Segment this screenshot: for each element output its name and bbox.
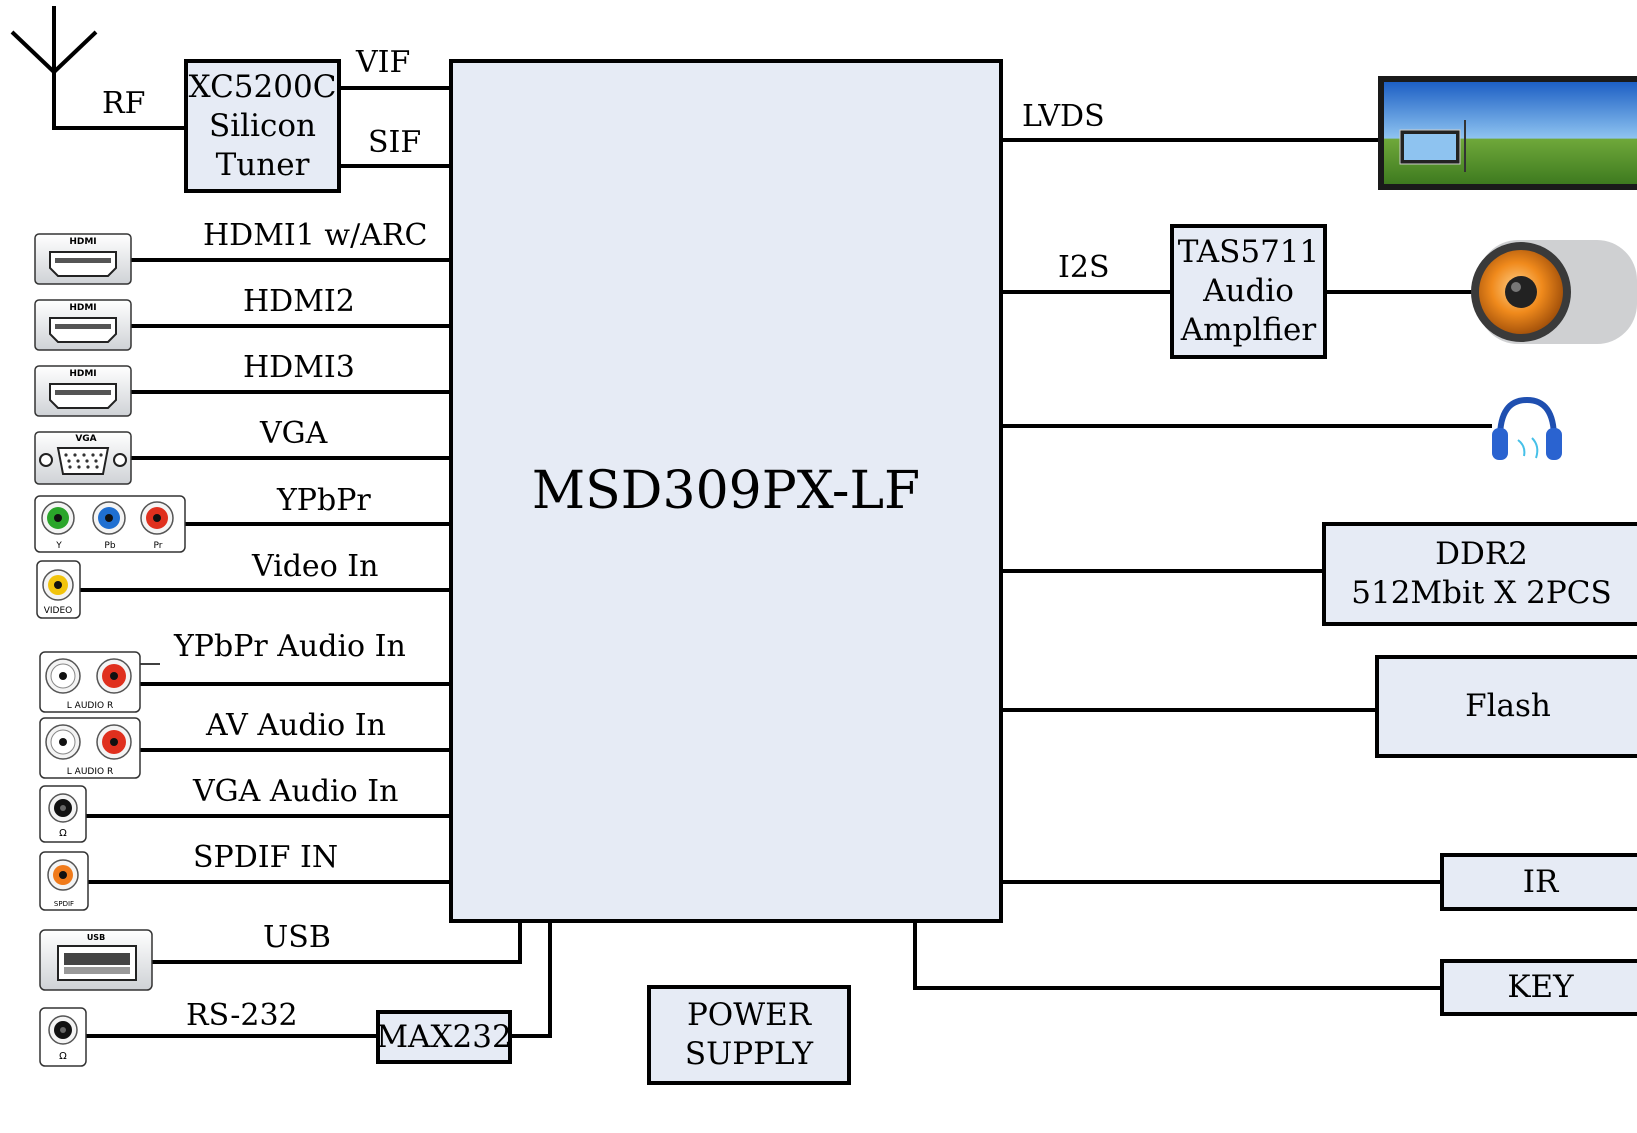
audio-lr-text: L AUDIO R	[67, 701, 113, 711]
amplifier-label-line-2: Audio	[1203, 273, 1294, 309]
pr-text: Pr	[154, 541, 163, 551]
key-label: KEY	[1507, 969, 1574, 1005]
ddr-label-line-2: 512Mbit X 2PCS	[1351, 575, 1612, 611]
av-audio-connector-icon: L AUDIO R	[39, 717, 141, 779]
spdif-text: SPDIF	[54, 900, 74, 908]
hdmi1-connector-icon: HDMI	[34, 233, 132, 285]
hdmi-text: HDMI	[69, 369, 96, 379]
amplifier-label-line-3: Amplfier	[1180, 312, 1317, 348]
max232-box: MAX232	[376, 1010, 512, 1064]
tuner-label-line-1: XC5200C	[188, 68, 337, 105]
hdmi-text: HDMI	[69, 303, 96, 313]
vga-label: VGA	[260, 416, 328, 451]
usb-connector-icon: USB	[39, 929, 153, 991]
lvds-label: LVDS	[1022, 99, 1105, 134]
spdif-label: SPDIF IN	[193, 840, 339, 875]
hdmi2-connector-icon: HDMI	[34, 299, 132, 351]
power-label-line-2: SUPPLY	[684, 1036, 814, 1072]
rf-line	[52, 6, 187, 130]
usb-text: USB	[87, 933, 105, 942]
omega-text: Ω	[59, 828, 67, 839]
vga-audio-jack-icon: Ω	[39, 785, 87, 843]
ir-label: IR	[1522, 863, 1559, 900]
key-line	[913, 922, 1444, 990]
hdmi1-label: HDMI1 w/ARC	[203, 218, 428, 253]
main-chip-box: MSD309PX-LF	[449, 59, 1003, 923]
rf-label: RF	[102, 86, 146, 121]
rs232-jack-icon: Ω	[39, 1007, 87, 1067]
amplifier-box: TAS5711 Audio Amplfier	[1170, 224, 1327, 359]
ir-box: IR	[1440, 853, 1637, 911]
main-chip-label: MSD309PX-LF	[531, 461, 921, 521]
headphones-icon	[1492, 396, 1562, 460]
sif-label: SIF	[368, 125, 422, 160]
ddr-label-line-1: DDR2	[1435, 536, 1528, 572]
connection-lines	[52, 6, 1492, 1038]
rs232-label: RS-232	[186, 998, 298, 1033]
ypbpr-connector-icon: Y Pb Pr	[34, 495, 186, 553]
ypbpr-audio-label: YPbPr Audio In	[174, 629, 406, 664]
y-text: Y	[55, 541, 62, 551]
vif-label: VIF	[356, 45, 411, 80]
max232-line	[511, 922, 552, 1038]
hdmi3-label: HDMI3	[243, 350, 355, 385]
omega-text: Ω	[59, 1051, 67, 1062]
antenna-icon	[10, 30, 98, 74]
speaker-icon	[1471, 240, 1637, 344]
video-text: VIDEO	[44, 606, 73, 616]
vga-text: VGA	[75, 434, 96, 444]
video-connector-icon: VIDEO	[36, 560, 81, 619]
usb-line	[152, 922, 522, 964]
tuner-box: XC5200C Silicon Tuner	[184, 59, 341, 193]
vga-audio-label: VGA Audio In	[193, 774, 399, 809]
tuner-label-line-3: Tuner	[215, 146, 310, 183]
hdmi-text: HDMI	[69, 237, 96, 247]
ypbpr-label: YPbPr	[277, 483, 371, 518]
hdmi3-connector-icon: HDMI	[34, 365, 132, 417]
flash-box: Flash	[1375, 655, 1637, 758]
amplifier-label-line-1: TAS5711	[1177, 234, 1320, 270]
tv-screen-icon	[1378, 76, 1637, 190]
ypbpr-audio-connector-icon: L AUDIO R	[39, 651, 141, 713]
spdif-connector-icon: SPDIF	[39, 851, 89, 911]
audio-lr-text: L AUDIO R	[67, 767, 113, 777]
av-audio-label: AV Audio In	[206, 708, 386, 743]
hdmi2-label: HDMI2	[243, 284, 355, 319]
i2s-label: I2S	[1058, 250, 1110, 285]
ddr-box: DDR2 512Mbit X 2PCS	[1322, 522, 1637, 626]
video-in-label: Video In	[252, 549, 379, 584]
power-label-line-1: POWER	[686, 997, 812, 1033]
flash-label: Flash	[1465, 688, 1551, 724]
vga-connector-icon: VGA	[34, 431, 132, 485]
key-box: KEY	[1440, 959, 1637, 1016]
max232-label: MAX232	[376, 1018, 512, 1055]
power-supply-box: POWER SUPPLY	[647, 985, 851, 1085]
pb-text: Pb	[104, 541, 115, 551]
usb-label: USB	[263, 920, 331, 955]
tuner-label-line-2: Silicon	[209, 107, 316, 144]
